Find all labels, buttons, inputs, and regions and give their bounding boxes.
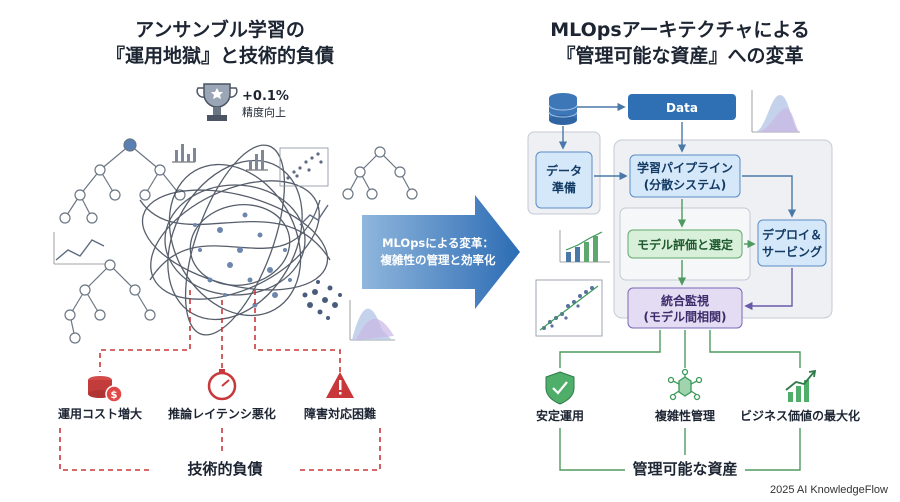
regression-scatter-mini-icon — [535, 279, 603, 337]
decision-tree-graphic-left-top — [59, 138, 186, 224]
growth-chart-icon — [785, 369, 817, 402]
cost-label-1: 推論レイテンシ悪化 — [168, 406, 276, 421]
outcome-label-1: 複雑性管理 — [654, 408, 715, 423]
data-point-cloud — [193, 212, 292, 308]
growth-bars-mini-icon — [559, 230, 610, 263]
monitor-line2: (モデル間相関) — [644, 309, 727, 324]
svg-text:$: $ — [111, 390, 118, 401]
asset-label: 管理可能な資産 — [632, 460, 737, 478]
left-title-line1: アンサンブル学習の — [135, 18, 305, 41]
trophy-icon — [196, 83, 238, 121]
asset-connector-lines — [559, 330, 801, 471]
monitor-line1: 統合監視 — [661, 293, 709, 308]
pipeline-line2: (分散システム) — [644, 177, 727, 192]
debt-connector-lines — [59, 290, 381, 471]
deploy-line2: サービング — [762, 244, 822, 259]
stopwatch-icon — [207, 369, 237, 401]
integrated-monitoring-box — [627, 287, 743, 329]
cost-label-0: 運用コスト増大 — [58, 406, 142, 421]
data-prep-line1: データ — [546, 163, 582, 178]
model-eval-label: モデル評価と選定 — [637, 237, 733, 252]
data-prep-line2: 準備 — [552, 180, 576, 195]
bar-chart-mini-icon-2 — [246, 150, 268, 171]
database-icon — [548, 93, 578, 125]
transformation-arrow — [362, 195, 520, 309]
right-title-line1: MLOpsアーキテクチャによる — [550, 19, 810, 41]
warning-triangle-icon — [326, 372, 354, 398]
tangled-ensemble-graphic — [139, 144, 331, 336]
outcome-label-0: 安定運用 — [536, 408, 584, 423]
trophy-label: 精度向上 — [242, 105, 286, 119]
line-chart-mini-icon — [53, 232, 106, 265]
data-prep-box — [535, 151, 593, 209]
footer-credit: 2025 AI KnowledgeFlow — [769, 484, 888, 496]
outcome-label-2: ビジネス価値の最大化 — [740, 408, 860, 423]
data-box-label: Data — [666, 101, 698, 115]
pipeline-line1: 学習パイプライン — [637, 160, 733, 175]
shield-check-icon — [545, 371, 575, 405]
coin-stack-dollar-icon: $ — [88, 376, 123, 403]
area-chart-mini-icon — [349, 300, 395, 341]
right-title-line2: 『管理可能な資産』への変革 — [556, 44, 803, 67]
decision-tree-graphic-left-bottom — [64, 259, 156, 344]
density-chart-mini-icon — [751, 90, 800, 133]
scatter-mini-icon — [279, 147, 329, 187]
decision-tree-graphic-right — [342, 146, 418, 200]
network-cube-icon — [667, 368, 703, 401]
scatter-cluster-graphic — [302, 280, 342, 320]
training-pipeline-box — [629, 154, 741, 198]
arrow-text-line1: MLOpsによる変革： — [382, 236, 494, 250]
data-box — [628, 94, 736, 120]
flow-arrows — [558, 102, 797, 311]
debt-label: 技術的負債 — [187, 460, 262, 478]
cost-label-2: 障害対応困難 — [304, 406, 376, 421]
left-title-line2: 『運用地獄』と技術的負債 — [106, 44, 334, 67]
model-eval-box — [627, 229, 743, 259]
bar-chart-mini-icon — [172, 144, 196, 163]
deploy-serving-box — [757, 219, 827, 267]
trophy-value: +0.1% — [242, 89, 289, 104]
arrow-text-line2: 複雑性の管理と効率化 — [380, 253, 496, 267]
deploy-line1: デプロイ＆ — [762, 227, 822, 242]
trend-mini-icon — [299, 204, 329, 226]
